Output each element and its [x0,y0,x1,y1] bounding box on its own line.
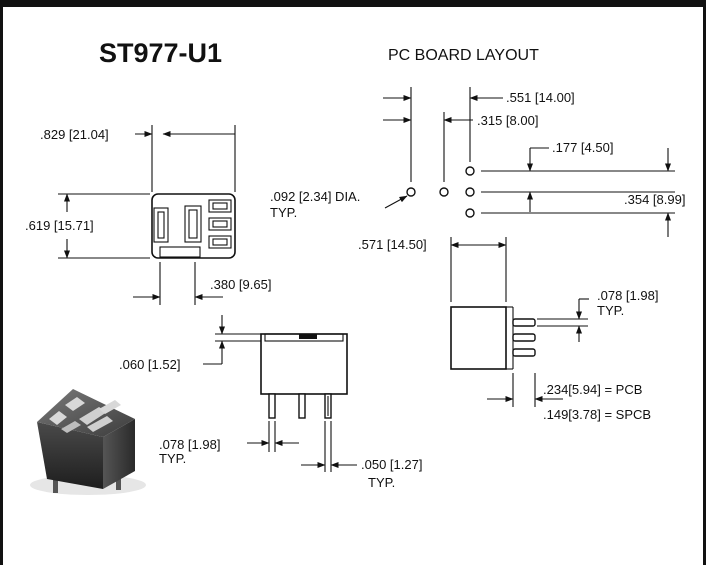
dim-pin-spacing-right: .078 [1.98] [597,288,658,303]
photo-terminal [49,411,67,425]
leader-line [384,195,408,209]
terminal-slot [208,217,232,231]
dim-bottom-spacing: .380 [9.65] [210,277,271,292]
dim-pin-width: .050 [1.27] [361,457,422,472]
dim-pin-spacing-front: .078 [1.98] [159,437,220,452]
front-view: .060 [1.52] .078 [1.98] TYP. .050 [1.27]… [119,315,422,490]
technical-drawing: ST977-U1 PC BOARD LAYOUT .829 [21.04] .6… [25,38,685,495]
dim-177: .177 [4.50] [552,140,613,155]
pcb-hole [465,187,475,197]
pcb-hole [439,187,449,197]
side-pin [512,333,536,342]
photo-front-face [37,422,103,489]
pcb-hole [465,166,475,176]
top-view-body [151,193,236,259]
dim-pcb: .234[5.94] = PCB [543,382,642,397]
terminal-slot-inner [212,202,228,210]
terminal-slot-inner [212,220,228,228]
front-pin [298,393,306,419]
part-number-title: ST977-U1 [99,38,222,68]
dim-pin-width-typ: TYP. [368,475,395,490]
photo-side-face [103,419,135,489]
pc-board-layout: .551 [14.00] .315 [8.00] .177 [4.50] .35… [270,87,685,237]
label-plate [159,246,201,258]
front-pin [268,393,276,419]
terminal-slot-inner [157,211,165,239]
terminal-slot-inner [212,238,228,246]
photo-terminal [65,397,85,411]
top-view: .829 [21.04] .619 [15.71] .380 [9.65] [25,125,271,305]
photo-pin [53,477,58,493]
terminal-slot [208,199,232,213]
dim-hole-typ: TYP. [270,205,297,220]
side-pin [512,348,536,357]
photo-terminal [99,400,121,414]
terminal-slot [184,205,202,243]
photo-terminal [79,407,107,425]
dim-551: .551 [14.00] [506,90,575,105]
pcb-hole [406,187,416,197]
photo-terminal [61,421,81,433]
terminal-slot [153,207,169,243]
pcb-hole [465,208,475,218]
dim-354: .354 [8.99] [624,192,685,207]
relay-photo [30,389,146,495]
front-view-tab [299,334,317,339]
terminal-slot-inner [188,209,198,239]
dim-pin-spacing-right-typ: TYP. [597,303,624,318]
dim-width-top: .829 [21.04] [40,127,109,142]
side-view-body [450,306,507,370]
dim-hole-dia: .092 [2.34] DIA. [270,189,360,204]
photo-pin [116,472,121,490]
pc-board-layout-title: PC BOARD LAYOUT [388,47,539,64]
dim-side-width: .571 [14.50] [358,237,427,252]
dim-height-left: .619 [15.71] [25,218,94,233]
dim-spcb: .149[3.78] = SPCB [543,407,651,422]
photo-terminal [87,416,113,432]
dim-pin-spacing-front-typ: TYP. [159,451,186,466]
dim-flange: .060 [1.52] [119,357,180,372]
front-view-body [260,333,348,395]
side-pin [512,318,536,327]
side-view: .571 [14.50] .078 [1.98] TYP. .234[5.94]… [358,237,658,422]
dim-315: .315 [8.00] [477,113,538,128]
terminal-slot [208,235,232,249]
photo-top-face [37,389,135,437]
